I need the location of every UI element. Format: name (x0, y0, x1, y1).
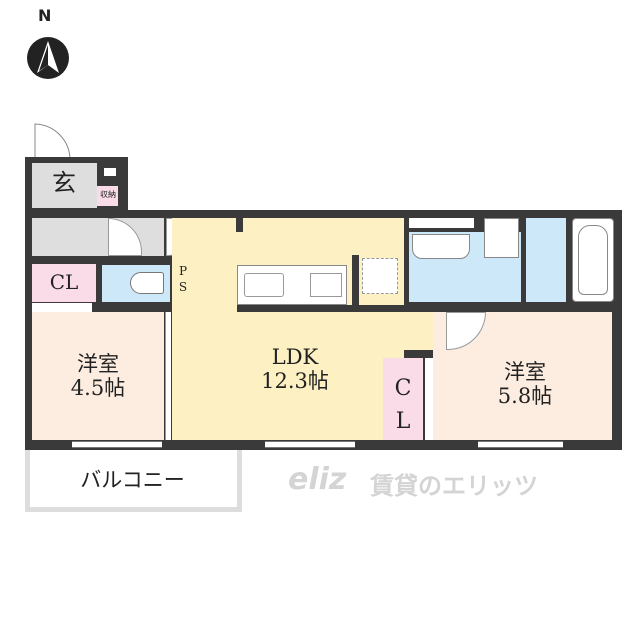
cl-left-label: CL (49, 270, 79, 294)
entrance-label: 玄 (52, 169, 76, 197)
balcony (25, 450, 242, 512)
storage-label: 収納 (100, 190, 116, 199)
cl-right-label: CL (394, 376, 412, 434)
room-size: 5.8帖 (497, 384, 553, 409)
room-name: LDK (271, 345, 319, 369)
room-name: 洋室 (77, 352, 119, 376)
entry-door-icon (34, 123, 71, 161)
watermark-text: 賃貸のエリッツ (370, 472, 538, 500)
room-size: 12.3帖 (261, 369, 329, 394)
balcony-label: バルコニー (80, 468, 185, 492)
watermark-logo: eliz (288, 462, 347, 497)
compass-label: N (38, 6, 52, 25)
ps-label: PS (178, 264, 188, 294)
room-size: 4.5帖 (70, 376, 126, 401)
north-arrow-icon (27, 37, 69, 79)
room-name: 洋室 (504, 360, 546, 384)
